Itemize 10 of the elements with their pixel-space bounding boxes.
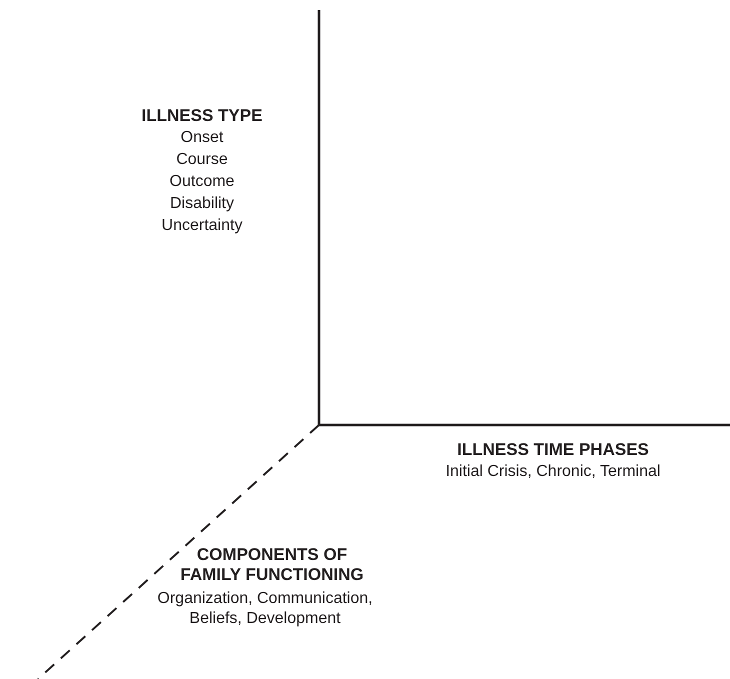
axis-text: Disability (168, 194, 235, 214)
axis-heading: ILLNESS TYPE (140, 106, 264, 126)
axis-text: Course (175, 150, 229, 170)
axis-heading: ILLNESS TIME PHASES (456, 440, 650, 460)
axis-text: Organization, Communication, Beliefs, Development (156, 589, 374, 629)
axis-text: Outcome (168, 172, 236, 192)
axis-heading: COMPONENTS OF FAMILY FUNCTIONING (180, 545, 364, 585)
axis-text: Initial Crisis, Chronic, Terminal (444, 462, 662, 482)
axis-text: Onset (180, 128, 224, 148)
axis-text: Uncertainty (160, 216, 244, 236)
